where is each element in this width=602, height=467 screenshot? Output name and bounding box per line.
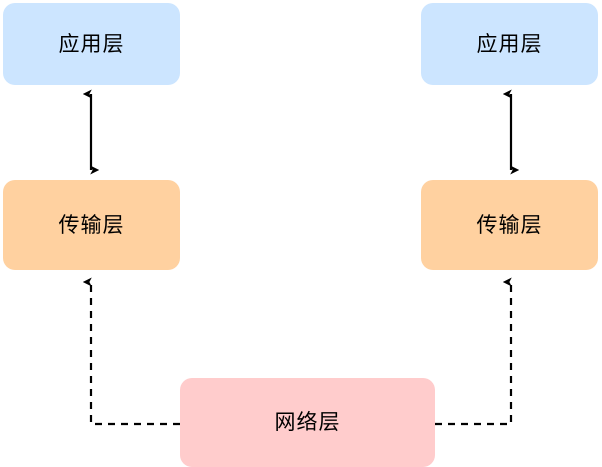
connector-network-transport-left — [82, 277, 180, 426]
node-transport-layer-right[interactable]: 传输层 — [421, 180, 598, 270]
node-transport-layer-left[interactable]: 传输层 — [3, 180, 180, 270]
node-label: 传输层 — [58, 212, 125, 237]
connector-network-transport-right — [435, 277, 513, 426]
node-label: 传输层 — [476, 212, 543, 237]
node-application-layer-left[interactable]: 应用层 — [3, 3, 180, 85]
node-label: 应用层 — [476, 31, 543, 56]
node-network-layer[interactable]: 网络层 — [180, 378, 435, 467]
node-label: 应用层 — [58, 31, 125, 56]
node-label: 网络层 — [274, 410, 341, 434]
node-application-layer-right[interactable]: 应用层 — [421, 3, 598, 85]
